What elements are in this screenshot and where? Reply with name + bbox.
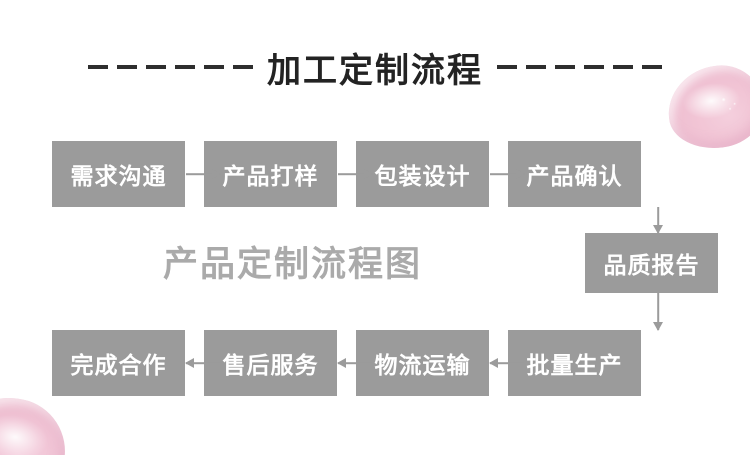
flow-step-cooperation-complete[interactable]: 完成合作 (52, 330, 185, 396)
dash-icon (555, 65, 575, 69)
arrow-head (653, 322, 663, 331)
flow-step-product-confirmation[interactable]: 产品确认 (508, 141, 641, 207)
arrow-line (657, 293, 659, 330)
arrow-right-icon (186, 166, 221, 182)
arrow-line (490, 173, 524, 175)
arrow-line (338, 173, 372, 175)
dash-icon (175, 65, 195, 69)
dash-icon (584, 65, 604, 69)
arrow-head (653, 225, 663, 234)
arrow-line (338, 362, 372, 364)
arrow-line (657, 207, 659, 233)
arrow-left-icon (489, 355, 524, 371)
arrow-down-icon (650, 207, 666, 234)
dash-icon (146, 65, 166, 69)
arrow-left-icon (337, 355, 372, 371)
flow-step-product-sampling[interactable]: 产品打样 (204, 141, 337, 207)
header-dashes-left (88, 65, 253, 69)
flow-step-requirement-communication[interactable]: 需求沟通 (52, 141, 185, 207)
flow-step-packaging-design[interactable]: 包装设计 (356, 141, 489, 207)
dash-icon (233, 65, 253, 69)
arrow-line (186, 362, 220, 364)
arrow-down-icon (650, 293, 666, 331)
dash-icon (117, 65, 137, 69)
flow-step-mass-production[interactable]: 批量生产 (508, 330, 641, 396)
dash-icon (497, 65, 517, 69)
dash-icon (526, 65, 546, 69)
dash-icon (642, 65, 662, 69)
arrow-left-icon (185, 355, 220, 371)
dash-icon (88, 65, 108, 69)
flow-step-after-sales-service[interactable]: 售后服务 (204, 330, 337, 396)
page-title: 加工定制流程 (267, 51, 483, 90)
section-caption: 产品定制流程图 (162, 245, 422, 284)
arrow-right-icon (338, 166, 373, 182)
page-header: 加工定制流程 (0, 42, 750, 92)
arrow-head (489, 358, 498, 368)
flow-step-logistics-transport[interactable]: 物流运输 (356, 330, 489, 396)
arrow-head (185, 358, 194, 368)
arrow-line (186, 173, 220, 175)
arrow-head (212, 169, 221, 179)
dash-icon (613, 65, 633, 69)
dash-icon (204, 65, 224, 69)
pink-gel-blob-bottom-left-icon (0, 387, 75, 455)
arrow-head (337, 358, 346, 368)
arrow-head (516, 169, 525, 179)
header-dashes-right (497, 65, 662, 69)
arrow-line (490, 362, 524, 364)
arrow-head (364, 169, 373, 179)
arrow-right-icon (490, 166, 525, 182)
flow-step-quality-report[interactable]: 品质报告 (585, 233, 718, 293)
